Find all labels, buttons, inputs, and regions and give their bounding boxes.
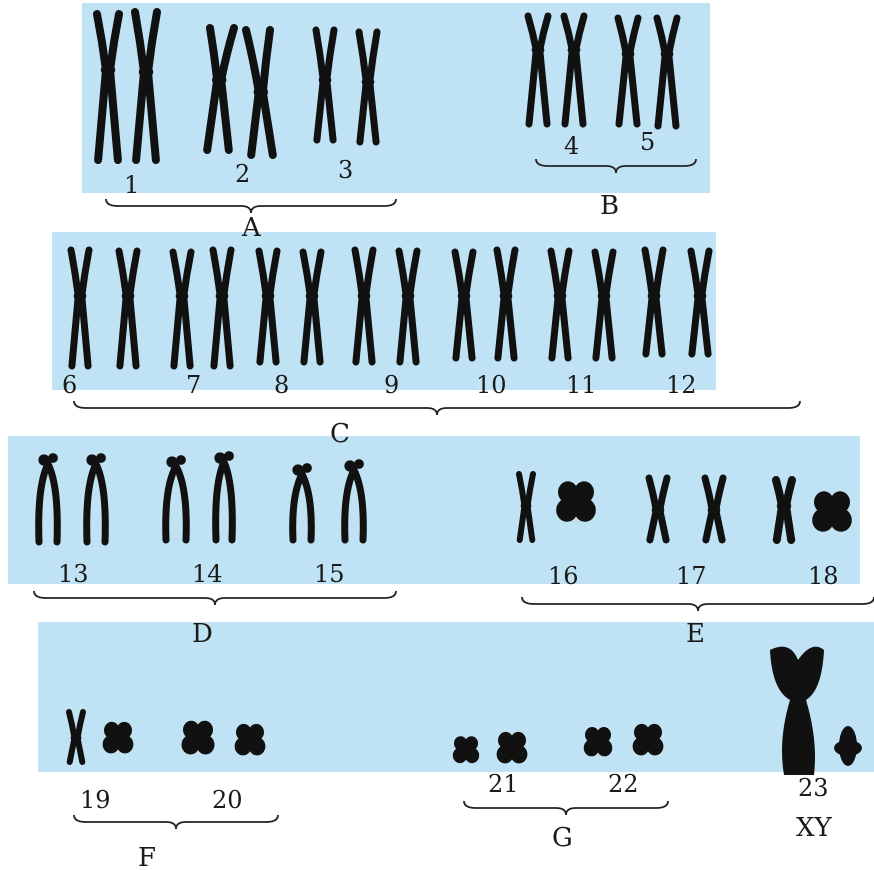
chromosome-6b <box>115 247 141 370</box>
chromosome-number-19: 19 <box>80 786 111 814</box>
chromosome-14a <box>162 455 190 544</box>
chromosome-10a <box>451 248 477 362</box>
chromosome-number-5: 5 <box>640 128 655 156</box>
chromosome-11a <box>547 247 573 362</box>
group-label-d: D <box>192 619 213 649</box>
chromosome-11b <box>591 248 617 362</box>
chromosome-12a <box>641 246 667 358</box>
chromosome-1a <box>93 10 123 164</box>
chromosome-number-20: 20 <box>212 786 243 814</box>
chromosome-5a <box>614 14 642 128</box>
chromosome-20a <box>181 720 215 755</box>
brace-group-a <box>105 198 397 214</box>
chromosome-15b <box>341 459 367 544</box>
chromosome-13a <box>35 453 61 546</box>
chromosome-2a <box>203 24 238 154</box>
brace-group-g <box>463 800 669 816</box>
chromosome-4b <box>560 12 588 128</box>
chromosome-8b <box>299 248 325 366</box>
chromosome-number-14: 14 <box>192 560 223 588</box>
chromosome-14b <box>212 451 236 544</box>
chromosome-5b <box>653 14 681 130</box>
brace-group-b <box>535 158 697 174</box>
chromosome-number-10: 10 <box>476 371 507 399</box>
chromosome-22a <box>583 727 613 757</box>
chromosome-2b <box>242 26 277 159</box>
chromosome-17b <box>701 474 727 544</box>
group-label-b: B <box>600 191 619 221</box>
chromosome-number-11: 11 <box>566 371 597 399</box>
chromosome-19b <box>102 721 134 754</box>
chromosome-13b <box>83 453 109 546</box>
chromosome-number-21: 21 <box>488 770 519 798</box>
chromosome-20b <box>234 723 266 756</box>
chromosome-21a <box>452 736 480 764</box>
chromosome-number-8: 8 <box>274 371 289 399</box>
chromosome-19a <box>66 709 86 765</box>
chromosome-number-22: 22 <box>608 770 639 798</box>
chromosome-number-2: 2 <box>235 160 250 188</box>
chromosome-number-9: 9 <box>384 371 399 399</box>
panel-row-d <box>8 436 860 584</box>
chromosome-number-7: 7 <box>186 371 201 399</box>
brace-group-c <box>73 400 801 416</box>
chromosome-9b <box>395 247 421 366</box>
chromosome-number-18: 18 <box>808 562 839 590</box>
chromosome-18b <box>812 491 852 532</box>
group-label-f: F <box>138 843 156 870</box>
chromosome-7a <box>169 248 195 370</box>
chromosome-17a <box>645 474 671 544</box>
chromosome-10b <box>493 246 519 362</box>
chromosome-15a <box>289 463 315 544</box>
chromosome-12b <box>687 247 713 358</box>
group-label-a: A <box>241 213 262 243</box>
brace-layer <box>33 158 874 830</box>
chromosome-number-16: 16 <box>548 562 579 590</box>
chromosome-number-4: 4 <box>564 132 579 160</box>
chromosome-layer <box>35 8 862 775</box>
brace-group-d <box>33 590 397 606</box>
panel-row-a-right <box>280 3 710 193</box>
brace-group-f <box>73 814 279 830</box>
chromosome-number-6: 6 <box>62 371 77 399</box>
chromosome-8a <box>255 247 281 366</box>
chromosome-x <box>770 646 824 775</box>
chromosome-6a <box>67 246 93 370</box>
chromosome-y <box>834 726 862 766</box>
group-label-e: E <box>686 619 705 649</box>
chromosome-number-3: 3 <box>338 156 353 184</box>
chromosome-21b <box>496 731 528 764</box>
group-label-c: C <box>330 419 350 449</box>
chromosome-16a <box>516 471 536 543</box>
chromosome-1b <box>131 8 161 164</box>
chromosome-9a <box>351 246 377 366</box>
chromosome-number-17: 17 <box>676 562 707 590</box>
chromosome-7b <box>209 246 235 370</box>
panel-row-c <box>52 232 716 390</box>
chromosome-number-1: 1 <box>124 171 139 199</box>
chromosome-3a <box>312 26 338 144</box>
chromosome-16b <box>556 481 596 522</box>
chromosome-number-15: 15 <box>314 560 345 588</box>
chromosome-number-23: 23 <box>798 774 829 802</box>
chromosome-number-13: 13 <box>58 560 89 588</box>
chromosome-18a <box>772 476 796 544</box>
group-label-g: G <box>552 823 573 853</box>
chromosome-4a <box>524 12 552 128</box>
sex-chromosome-label: XY <box>796 813 833 843</box>
brace-group-e <box>521 596 874 612</box>
chromosome-3b <box>355 28 381 146</box>
chromosome-22b <box>632 723 664 756</box>
chromosome-number-12: 12 <box>666 371 697 399</box>
